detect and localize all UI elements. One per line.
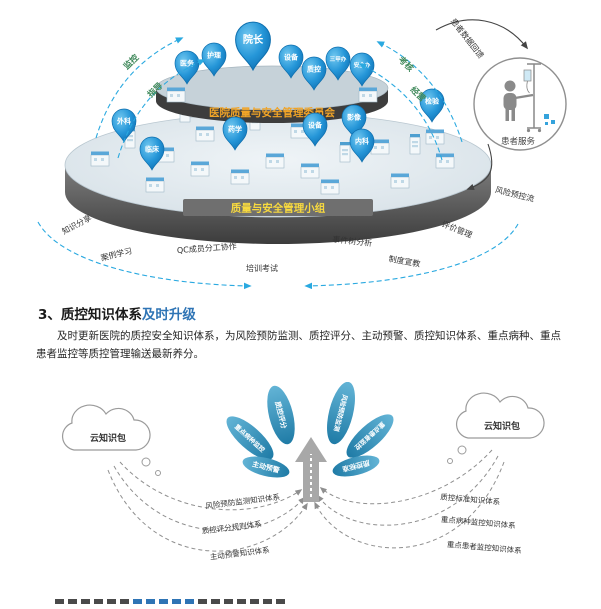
committee-platform-diagram: 质量与安全管理小组 医院质量与安全管理委员会 医务 护理 院长: [37, 16, 567, 290]
group-banner: 质量与安全管理小组: [183, 199, 373, 216]
svg-text:院长: 院长: [243, 33, 264, 46]
risk-precontrol-label: 风险预控流: [494, 184, 535, 203]
svg-text:评价管理: 评价管理: [440, 219, 473, 240]
cloud-knowledge-right: 云知识包: [447, 392, 545, 464]
patient-service-circle: 患者服务: [473, 57, 567, 151]
svg-text:内科: 内科: [355, 137, 369, 146]
cycle-label-event-tree: 事件树分析: [332, 234, 373, 248]
svg-text:QC成员分工协作: QC成员分工协作: [177, 241, 237, 255]
flow-label-qc-standard: 质控标准知识体系: [440, 491, 501, 506]
dept-balloon-director: 院长: [235, 21, 271, 72]
flow-label-risk-monitor: 风险预防监测知识体系: [205, 491, 281, 510]
cycle-label-training-exam: 培训考试: [246, 263, 278, 273]
svg-text:影像: 影像: [347, 113, 362, 122]
committee-disc: 医院质量与安全管理委员会: [155, 65, 389, 123]
side-label-monitor: 监控: [121, 52, 141, 72]
svg-text:事件树分析: 事件树分析: [332, 234, 373, 248]
patient-feedback-arrow: 患者数据回馈: [435, 16, 529, 60]
patient-with-iv-icon: [503, 63, 555, 133]
dept-balloon: 药学: [222, 116, 248, 151]
leaf-qc-score: 质控评分: [267, 385, 295, 445]
leaf-risk-monitor: 风险预防监测: [327, 381, 355, 444]
dept-balloon: 三甲办: [325, 46, 351, 81]
cloud-right-label: 云知识包: [484, 420, 520, 432]
svg-text:医务: 医务: [180, 59, 195, 68]
dept-balloon: 医务: [174, 50, 200, 85]
cycle-label-evaluation: 评价管理: [440, 219, 473, 240]
svg-text:临床: 临床: [145, 145, 160, 154]
patient-feedback-label: 患者数据回馈: [449, 16, 486, 60]
svg-text:设备: 设备: [284, 53, 299, 62]
body-paragraph: 及时更新医院的质控安全知识体系，为风险预防监测、质控评分、主动预警、质控知识体系…: [36, 330, 561, 361]
side-label-assess: 考核: [396, 54, 416, 74]
leaf-qc-standard: 质控标准: [332, 455, 380, 477]
cloud-knowledge-left: 云知识包: [61, 404, 161, 476]
svg-text:药学: 药学: [228, 125, 242, 134]
tree-leaves: 质控评分 风险预防监测 重点病种监控 重点患者监控 主动预警 质控标准: [226, 381, 394, 478]
svg-text:护理: 护理: [207, 51, 221, 60]
knowledge-tree-diagram: 云知识包 云知识包 风险预防监测知识体系 质控评分规则体系 主动预警知识体系 质…: [55, 381, 545, 604]
tree-trunk: [295, 436, 327, 502]
cycle-label-knowledge-sharing: 知识分享: [60, 212, 93, 236]
dept-balloon: 临床: [139, 136, 165, 171]
patient-service-label: 患者服务: [501, 136, 536, 147]
leaf-active-warning: 主动预警: [242, 456, 290, 478]
clipped-text-fragment: [55, 598, 285, 604]
flow-label-disease-monitor: 重点病种监控知识体系: [440, 514, 516, 531]
svg-text:知识分享: 知识分享: [60, 212, 93, 236]
dept-balloon: 质控: [301, 56, 327, 91]
committee-banner-label: 医院质量与安全管理委员会: [209, 106, 335, 119]
svg-text:设备: 设备: [308, 121, 323, 130]
svg-text:制度宣教: 制度宣教: [388, 253, 421, 268]
svg-text:培训考试: 培训考试: [246, 263, 278, 273]
heading-accent: 及时升级: [141, 307, 196, 323]
dept-balloon: 内科: [349, 128, 375, 163]
dept-balloon: 检验: [419, 88, 445, 123]
svg-text:监控: 监控: [121, 52, 141, 72]
group-banner-label: 质量与安全管理小组: [231, 202, 326, 215]
cycle-label-case-study: 案例学习: [100, 245, 133, 262]
svg-text:考核: 考核: [396, 54, 416, 74]
dept-balloons: 医务 护理 院长 设备 质控 三甲办: [111, 21, 445, 171]
svg-text:检验: 检验: [425, 97, 440, 106]
heading-main: 3、质控知识体系: [38, 307, 142, 323]
knowledge-flow-labels: 风险预防监测知识体系 质控评分规则体系 主动预警知识体系 质控标准知识体系 重点…: [201, 491, 522, 561]
cycle-label-policy-education: 制度宣教: [388, 253, 421, 268]
dept-balloon: 设备: [278, 44, 304, 79]
svg-text:三甲办: 三甲办: [330, 55, 347, 63]
knowledge-flow-arrows: [107, 449, 505, 552]
svg-text:质控: 质控: [307, 65, 321, 74]
dept-balloon: 外科: [111, 108, 137, 143]
svg-text:案例学习: 案例学习: [100, 245, 133, 262]
svg-text:外科: 外科: [117, 117, 131, 126]
section-heading: 3、质控知识体系及时升级: [38, 303, 601, 323]
dept-balloon: 设备: [302, 112, 328, 147]
flow-label-active-warning: 主动预警知识体系: [209, 544, 270, 561]
cycle-label-qc-collaboration: QC成员分工协作: [177, 241, 237, 255]
cloud-left-label: 云知识包: [90, 432, 126, 444]
flow-label-patient-monitor: 重点患者监控知识体系: [446, 539, 522, 556]
flow-label-qc-score-rules: 质控评分规则体系: [201, 518, 262, 535]
